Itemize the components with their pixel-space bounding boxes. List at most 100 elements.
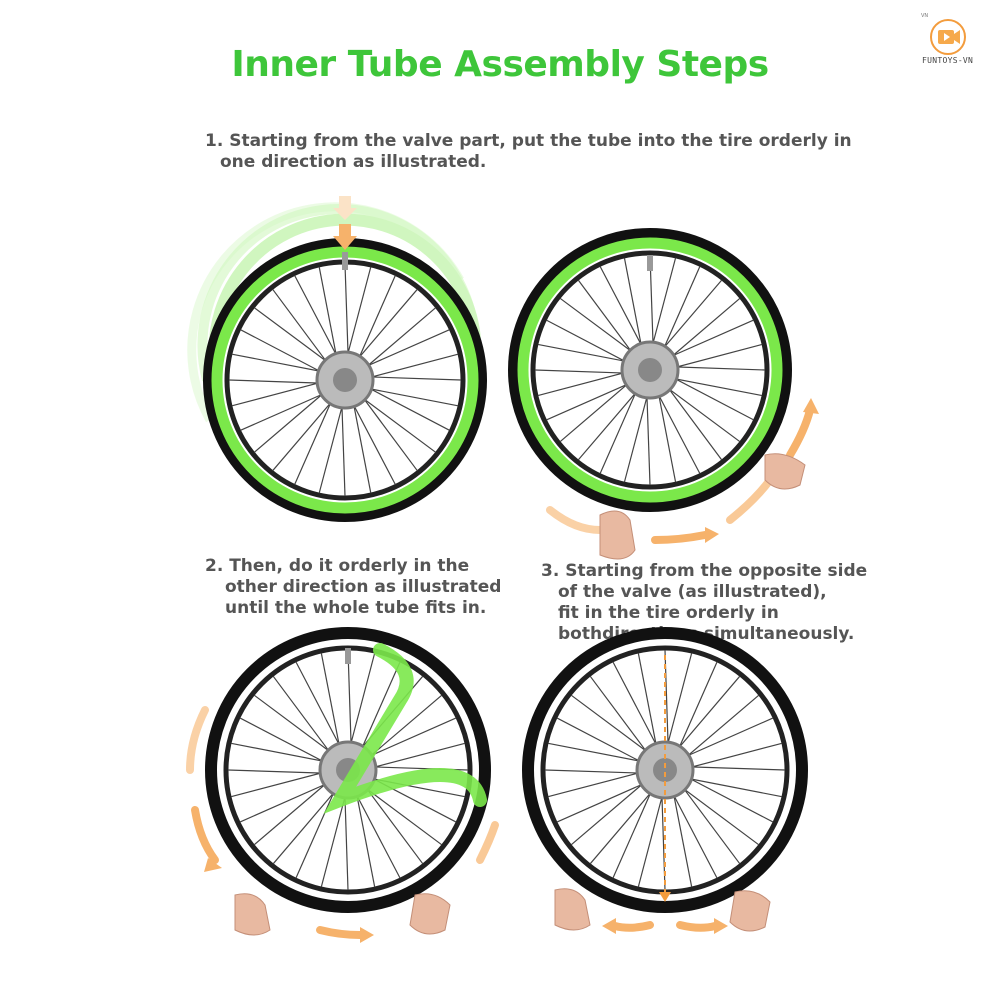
spoke: [655, 382, 677, 483]
spokes: [227, 649, 469, 891]
spoke: [295, 780, 340, 879]
spoke: [663, 372, 754, 421]
spoke: [559, 375, 638, 443]
arrow-head-icon: [659, 892, 671, 902]
step-2-text: 2. Then, do it orderly in the other dire…: [205, 556, 501, 619]
spoke: [361, 742, 466, 771]
tire: [205, 627, 491, 913]
step-2-line-1: 2. Then, do it orderly in the: [205, 556, 470, 576]
step-3-line-2: of the valve (as illustrated),: [558, 582, 827, 602]
spoke: [544, 769, 652, 775]
tire: [508, 228, 792, 512]
spoke: [649, 254, 655, 357]
spoke: [355, 388, 418, 472]
step-2-line-3: until the whole tube fits in.: [225, 598, 487, 618]
spoke: [546, 319, 637, 368]
spoke: [623, 257, 645, 358]
spoke: [240, 388, 335, 431]
spoke: [677, 775, 783, 798]
spoke: [358, 353, 459, 381]
inner-tube: [323, 643, 487, 814]
spoke: [239, 717, 335, 768]
spoke: [272, 782, 343, 865]
spoke: [318, 393, 346, 494]
spoke: [272, 675, 338, 762]
spoke: [570, 694, 657, 760]
arrow-head-icon: [204, 858, 222, 872]
step-1-line-1: 1. Starting from the valve part, put the…: [205, 131, 852, 151]
spoke: [556, 717, 652, 768]
spoke: [350, 288, 418, 368]
spoke: [660, 378, 723, 461]
spoke: [294, 275, 343, 367]
inner-tube: [517, 237, 783, 503]
spoke: [612, 780, 657, 879]
spokes: [228, 263, 462, 497]
spoke: [547, 769, 652, 798]
spoke: [577, 279, 640, 362]
spoke: [357, 307, 437, 375]
spoke: [355, 329, 450, 372]
spoke: [662, 375, 763, 397]
curved-arrow-icon: [546, 406, 814, 544]
spoke: [612, 661, 663, 757]
step-1-text: 1. Starting from the valve part, put the…: [205, 131, 852, 173]
rim: [530, 250, 770, 490]
spoke: [655, 279, 723, 358]
spoke: [231, 353, 333, 375]
valve-stem: [647, 255, 653, 271]
hand-icon: [554, 888, 771, 932]
spoke: [353, 390, 437, 453]
spoke: [357, 385, 459, 407]
spoke: [663, 365, 766, 371]
spoke: [675, 778, 741, 865]
logo-text: FUNTOYS-VN: [922, 56, 974, 65]
spoke: [577, 382, 645, 461]
spoke: [358, 375, 462, 381]
spokes: [544, 649, 786, 891]
spoke: [670, 675, 741, 758]
step-1-wheel-illustration: [187, 196, 487, 522]
spoke: [239, 778, 338, 823]
spoke: [228, 379, 332, 385]
spoke: [667, 783, 718, 879]
spoke: [658, 380, 741, 443]
logo-small-text: VN: [921, 13, 929, 19]
hand-icon: [234, 893, 451, 936]
spoke: [272, 392, 340, 472]
spoke: [347, 649, 353, 757]
spoke: [294, 390, 337, 485]
spoke: [673, 661, 718, 760]
brand-logo: [920, 12, 984, 76]
spoke: [253, 385, 333, 453]
step-1-line-2: one direction as illustrated.: [220, 152, 487, 172]
spoke: [240, 329, 332, 378]
spokes: [534, 254, 766, 486]
spoke: [556, 778, 655, 823]
spoke: [350, 392, 372, 494]
spoke: [675, 717, 774, 762]
spoke: [678, 772, 774, 823]
spoke: [660, 319, 754, 362]
arrow-head-icon: [360, 927, 374, 943]
spoke: [589, 675, 655, 762]
spoke: [678, 742, 783, 771]
spoke: [559, 297, 642, 360]
spoke: [547, 742, 653, 765]
spoke: [253, 307, 337, 370]
tire: [522, 627, 808, 913]
curved-arrow-icon: [611, 921, 719, 932]
spoke: [340, 393, 346, 497]
spoke: [678, 765, 786, 771]
step-2-line-2: other direction as illustrated: [225, 577, 502, 597]
spoke: [272, 288, 335, 372]
spoke: [570, 775, 653, 846]
spoke: [318, 266, 340, 368]
spoke: [537, 343, 638, 365]
valve-stem: [342, 252, 348, 270]
page-title: Inner Tube Assembly Steps: [231, 44, 769, 85]
spoke: [670, 782, 693, 888]
down-arrow-icon: [333, 196, 357, 250]
spoke: [637, 783, 666, 888]
spoke: [645, 383, 651, 486]
